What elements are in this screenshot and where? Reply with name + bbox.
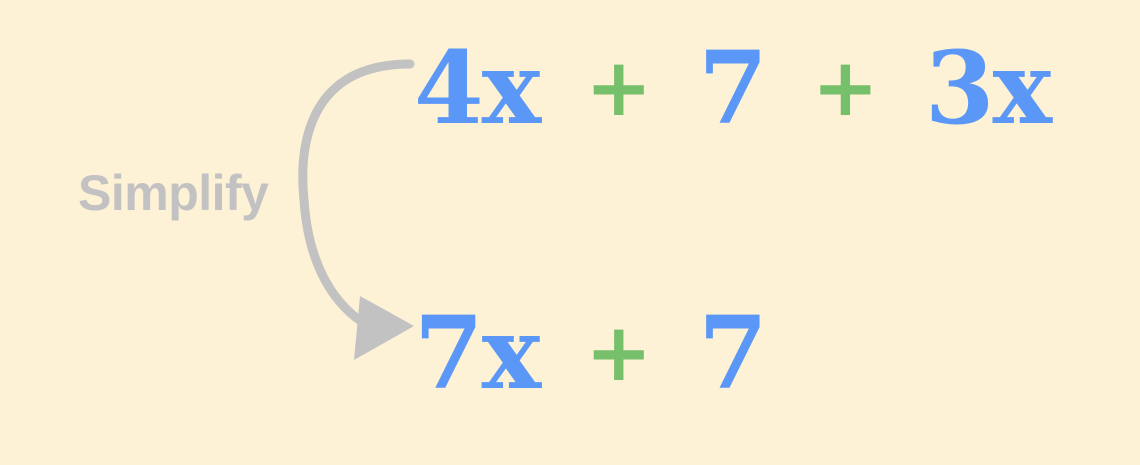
term-7x: 7x (414, 294, 541, 412)
term-7: 7 (698, 29, 768, 147)
simplified-expression: 7x + 7 (414, 294, 768, 412)
original-expression: 4x + 7 + 3x (414, 29, 1052, 147)
plus-operator: + (811, 41, 879, 134)
arrowhead-icon (354, 296, 414, 360)
arrow-curve (298, 59, 415, 327)
term-4x: 4x (414, 29, 541, 147)
term-3x: 3x (924, 29, 1052, 147)
plus-operator: + (585, 41, 653, 134)
simplify-label: Simplify (78, 165, 269, 221)
term-7: 7 (698, 294, 768, 412)
plus-operator: + (585, 306, 653, 399)
